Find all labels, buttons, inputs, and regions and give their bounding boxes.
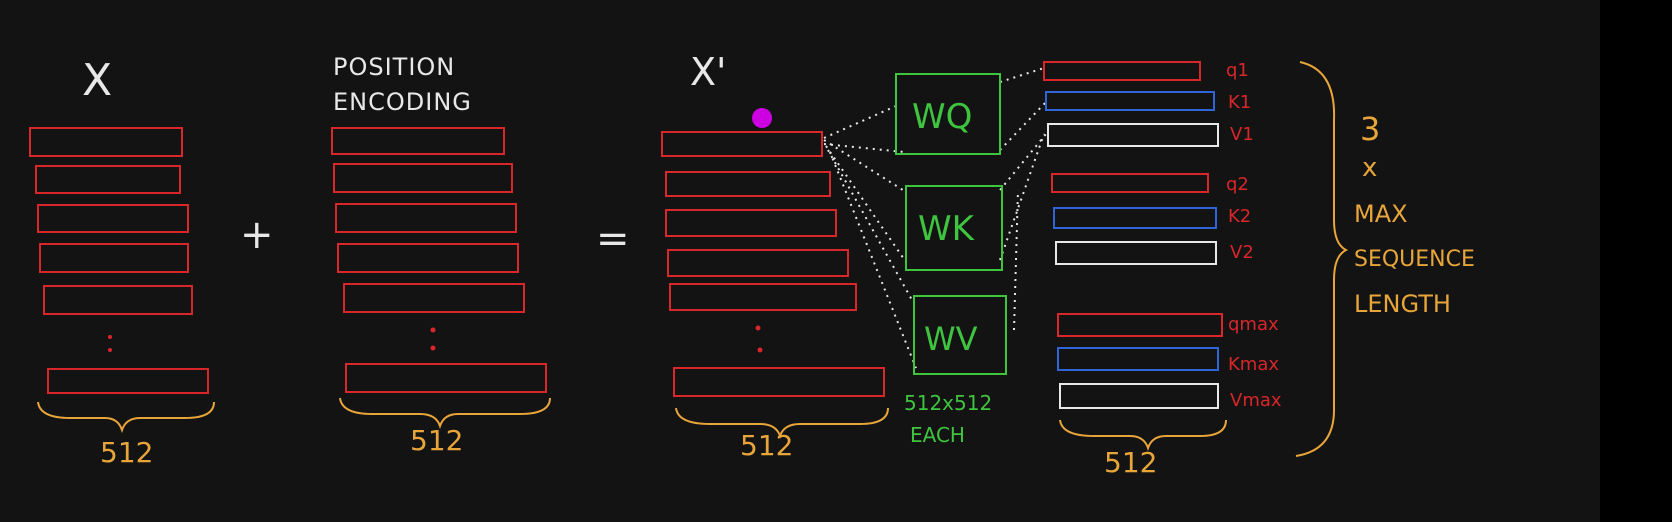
equals-sign: = [596, 216, 630, 262]
pe-row [345, 363, 547, 393]
x-row [43, 285, 193, 315]
xprime-row [661, 131, 823, 157]
label-x: X [82, 55, 112, 106]
xprime-row [673, 367, 885, 397]
x-row [47, 368, 209, 394]
v1-label: V1 [1230, 124, 1254, 145]
x-row [39, 243, 189, 273]
kmax-vector [1057, 347, 1219, 371]
dotted-connectors [823, 67, 1047, 369]
kmax-label: Kmax [1228, 354, 1279, 375]
count-sequence: SEQUENCE [1354, 247, 1475, 272]
plus-sign: + [240, 212, 274, 258]
ellipsis-dot [108, 335, 112, 339]
xprime-row [665, 209, 837, 237]
pe-row [333, 163, 513, 193]
weights-each-label: EACH [910, 423, 965, 447]
drawing-canvas [0, 0, 1600, 522]
right-margin [1600, 0, 1672, 522]
ellipsis-dot [755, 325, 761, 331]
q2-label: q2 [1226, 174, 1249, 195]
pe-label-line2: ENCODING [333, 88, 472, 116]
x-row [29, 127, 183, 157]
qmax-label: qmax [1228, 314, 1279, 335]
qkv-dim-label: 512 [1104, 446, 1157, 479]
wv-label: WV [924, 320, 978, 358]
x-row [37, 204, 189, 233]
v2-label: V2 [1230, 242, 1254, 263]
weights-size-label: 512x512 [904, 391, 992, 415]
k1-label: K1 [1228, 92, 1251, 113]
pe-brace [339, 397, 551, 430]
weight-boxes [895, 73, 1007, 375]
vmax-label: Vmax [1230, 390, 1282, 411]
xprime-dim-label: 512 [740, 429, 793, 462]
pe-row [335, 203, 517, 233]
q1-vector [1043, 61, 1201, 81]
pe-row [343, 283, 525, 313]
x-dim-label: 512 [100, 436, 153, 469]
xprime-row [667, 249, 849, 277]
highlight-dot [752, 108, 772, 128]
pe-row [337, 243, 519, 273]
wq-label: WQ [912, 97, 972, 137]
k2-label: K2 [1228, 206, 1251, 227]
count-three: 3 [1360, 110, 1380, 148]
ellipsis-dot [430, 327, 436, 333]
wk-box [905, 185, 1003, 271]
q2-vector [1051, 173, 1209, 193]
count-max: MAX [1354, 200, 1408, 228]
sequence-brace [1295, 61, 1349, 457]
ellipsis-dot [757, 347, 763, 353]
xprime-rows [661, 131, 885, 397]
wk-label: WK [918, 209, 976, 249]
qkv-brace [1059, 419, 1227, 452]
count-length: LENGTH [1354, 290, 1451, 318]
xprime-row [665, 171, 831, 197]
k1-vector [1045, 91, 1215, 111]
ellipsis-dot [108, 348, 112, 352]
label-x-prime: X' [690, 50, 726, 94]
vmax-vector [1059, 383, 1219, 409]
v1-vector [1047, 123, 1219, 147]
k2-vector [1053, 207, 1217, 229]
q1-label: q1 [1226, 60, 1249, 81]
qmax-vector [1057, 313, 1223, 337]
count-times: x [1362, 153, 1377, 183]
wq-box [895, 73, 1001, 155]
pe-label-line1: POSITION [333, 53, 455, 81]
x-row [35, 165, 181, 194]
pe-row [331, 127, 505, 155]
pe-dim-label: 512 [410, 424, 463, 457]
qkv-vectors [1043, 61, 1223, 409]
wv-box [913, 295, 1007, 375]
xprime-brace [675, 407, 889, 440]
pe-rows [331, 127, 547, 393]
xprime-row [669, 283, 857, 311]
ellipsis-dot [430, 345, 436, 351]
x-rows [29, 127, 209, 394]
x-brace [37, 401, 215, 434]
v2-vector [1055, 241, 1217, 265]
